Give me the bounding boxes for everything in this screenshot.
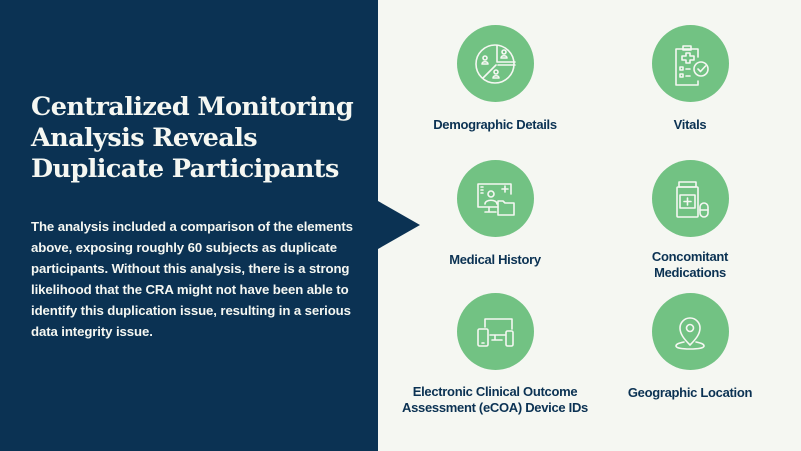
devices-icon (456, 293, 534, 370)
item-vitals: Vitals (590, 25, 790, 133)
clipboard-check-icon (651, 25, 729, 102)
item-label: Demographic Details (433, 117, 557, 132)
description-text: The analysis included a comparison of th… (31, 219, 353, 339)
item-label: Geographic Location (627, 385, 753, 400)
item-demographic-details: Demographic Details (395, 25, 595, 133)
pie-chart-people-icon (456, 25, 534, 102)
item-label: Concomitant Medications (651, 249, 729, 280)
page-title: Centralized Monitoring Analysis Reveals … (31, 92, 354, 184)
item-ecoa-device-ids: Electronic Clinical Outcome Assessment (… (395, 293, 595, 416)
pill-bottle-icon (651, 160, 729, 237)
item-geographic-location: Geographic Location (590, 293, 790, 401)
monitor-folder-icon (456, 160, 534, 237)
map-pin-icon (651, 293, 729, 370)
item-label: Medical History (449, 252, 541, 267)
item-concomitant-medications: Concomitant Medications (590, 160, 790, 281)
item-medical-history: Medical History (395, 160, 595, 268)
item-label: Vitals (673, 117, 707, 132)
pointer-arrow (378, 201, 420, 249)
item-label: Electronic Clinical Outcome Assessment (… (402, 384, 588, 415)
left-panel (0, 0, 378, 451)
